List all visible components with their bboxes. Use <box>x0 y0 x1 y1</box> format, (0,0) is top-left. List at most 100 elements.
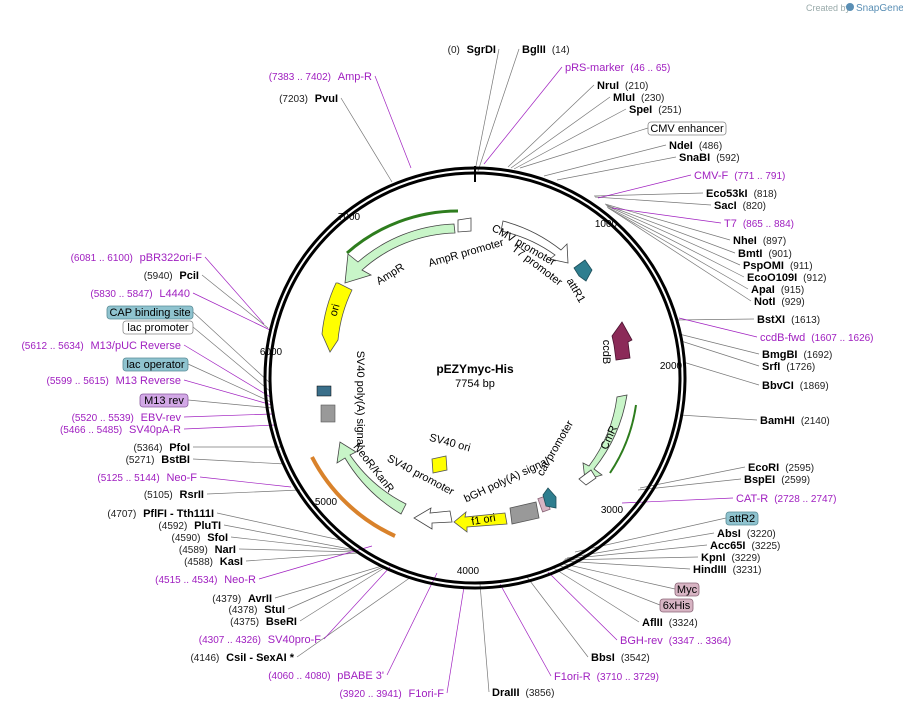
feature-box-m13-rev <box>139 393 189 408</box>
site-leader-line <box>556 156 677 181</box>
primer-l4440: (5830 .. 5847) L4440 <box>90 288 190 300</box>
site-hindiii: HindIII(3231) <box>693 564 762 576</box>
site-avrii: (4379) AvrII <box>212 593 272 605</box>
primer-leader-line <box>446 586 465 694</box>
site-absi: AbsI(3220) <box>717 528 776 540</box>
site-pfoi: (5364) PfoI <box>134 442 190 454</box>
feature-leader-line <box>192 326 272 393</box>
feature-label-attr2: attR2 <box>729 513 755 525</box>
inner-label-ccdb: ccdB <box>600 340 612 364</box>
primer-ccdb-fwd: ccdB-fwd(1607 .. 1626) <box>760 332 874 344</box>
primer-amp-r: (7383 .. 7402) Amp-R <box>269 71 372 83</box>
site-leader-line <box>563 556 699 561</box>
site-leader-line <box>606 205 741 266</box>
site-kasi: (4588) KasI <box>184 556 243 568</box>
primer-neo-f: (5125 .. 5144) Neo-F <box>97 472 197 484</box>
site-bmti: BmtI(901) <box>738 248 792 260</box>
site-leader-line <box>609 208 752 302</box>
site-leader-line <box>605 204 736 254</box>
primer-prs-marker: pRS-marker(46 .. 65) <box>565 62 670 74</box>
site-leader-line <box>287 566 384 610</box>
site-sfoi: (4590) SfoI <box>172 532 228 544</box>
site-leader-line <box>238 548 358 553</box>
primer-m13-reverse: (5599 .. 5615) M13 Reverse <box>47 375 181 387</box>
site-pcii: (5940) PciI <box>144 270 199 282</box>
inner-label-attr1: attR1 <box>564 276 588 305</box>
feature-box-lac-promoter <box>122 320 194 335</box>
feature-label-m13-rev: M13 rev <box>144 395 184 407</box>
outer-labels: BglII(14)NruI(210)MluI(230)SpeI(251)NdeI… <box>21 44 873 700</box>
feature-leader-line <box>559 562 676 590</box>
site-leader-line <box>562 560 691 570</box>
f1ori-arrow <box>453 510 508 533</box>
site-leader-line <box>477 48 520 172</box>
primer-leader-line <box>611 207 722 224</box>
ori-arrow <box>321 282 353 353</box>
inner-label-sv40-poly-a-signal: SV40 poly(A) signal <box>354 351 366 448</box>
primer-leader-line <box>183 344 273 399</box>
site-leader-line <box>680 340 760 367</box>
site-noti: NotI(929) <box>754 296 805 308</box>
feature-box-cmv-enhancer <box>647 121 727 136</box>
site-nari: (4589) NarI <box>179 544 236 556</box>
primer-leader-line <box>258 545 373 580</box>
site-pvui: (7203) PvuI <box>279 93 338 105</box>
site-leader-line <box>682 361 760 386</box>
neor-orange-line <box>310 456 396 538</box>
primer-leader-line <box>386 572 438 676</box>
site-ndei: NdeI(486) <box>669 140 722 152</box>
primer-leader-line <box>374 75 412 169</box>
site-leader-line <box>675 318 755 321</box>
feature-label-lac-operator: lac operator <box>126 359 184 371</box>
inner-label-f1-ori: f1 ori <box>470 512 496 528</box>
primer-leader-line <box>621 497 734 504</box>
ampr-arrow <box>344 223 456 284</box>
site-leader-line <box>201 274 269 329</box>
neor-arrow <box>336 441 407 515</box>
site-leader-line <box>296 576 412 658</box>
sv40-polya-block <box>316 385 332 397</box>
site-draiii: DraIII(3856) <box>492 687 554 699</box>
ring-tick-label: 1000 <box>595 219 618 230</box>
site-kpni: KpnI(3229) <box>701 552 760 564</box>
site-leader-line <box>678 333 760 355</box>
site-ecoo109i: EcoO109I(912) <box>747 272 827 284</box>
lac-block <box>320 404 336 423</box>
feature-leader-line <box>187 363 272 403</box>
site-leader-line <box>192 458 286 465</box>
leader-lines <box>183 48 760 694</box>
site-leader-line <box>513 108 627 170</box>
ring-tick-label: 2000 <box>660 361 683 372</box>
primer-sv40pro-f: (4307 .. 4326) SV40pro-F <box>199 634 322 646</box>
site-leader-line <box>479 583 490 693</box>
site-leader-line <box>474 48 500 172</box>
primer-leader-line <box>547 571 618 641</box>
site-spei: SpeI(251) <box>629 104 682 116</box>
primer-bgh-rev: BGH-rev(3347 .. 3364) <box>620 635 731 647</box>
site-saci: SacI(820) <box>714 200 766 212</box>
site-mlui: MluI(230) <box>613 92 664 104</box>
site-stui: (4378) StuI <box>229 604 285 616</box>
site-bbsi: BbsI(3542) <box>591 652 650 664</box>
ampr-promoter-arrow <box>457 217 472 233</box>
feature-label-myc: Myc <box>677 584 698 596</box>
primer-leader-line <box>499 583 552 677</box>
site-nrui: NruI(210) <box>597 80 648 92</box>
primer-leader-line <box>204 256 265 325</box>
site-eco53ki: Eco53kI(818) <box>706 188 777 200</box>
site-leader-line <box>564 544 708 560</box>
site-leader-line <box>593 192 704 197</box>
primer-neo-r: (4515 .. 4534) Neo-R <box>155 574 256 586</box>
ampr-primer-line <box>346 209 459 255</box>
site-rsrii: (5105) RsrII <box>144 489 204 501</box>
primer-leader-line <box>483 66 563 165</box>
feature-label-lac-promoter: lac promoter <box>127 322 188 334</box>
feature-leader-line <box>192 311 271 384</box>
site-ecori: EcoRI(2595) <box>748 462 814 474</box>
primer-leader-line <box>192 292 271 331</box>
primer-leader-line <box>183 424 276 430</box>
feature-leader-line <box>187 399 273 409</box>
feature-box-cap-binding-site <box>106 305 194 320</box>
inner-label-ampr-promoter: AmpR promoter <box>427 237 505 270</box>
